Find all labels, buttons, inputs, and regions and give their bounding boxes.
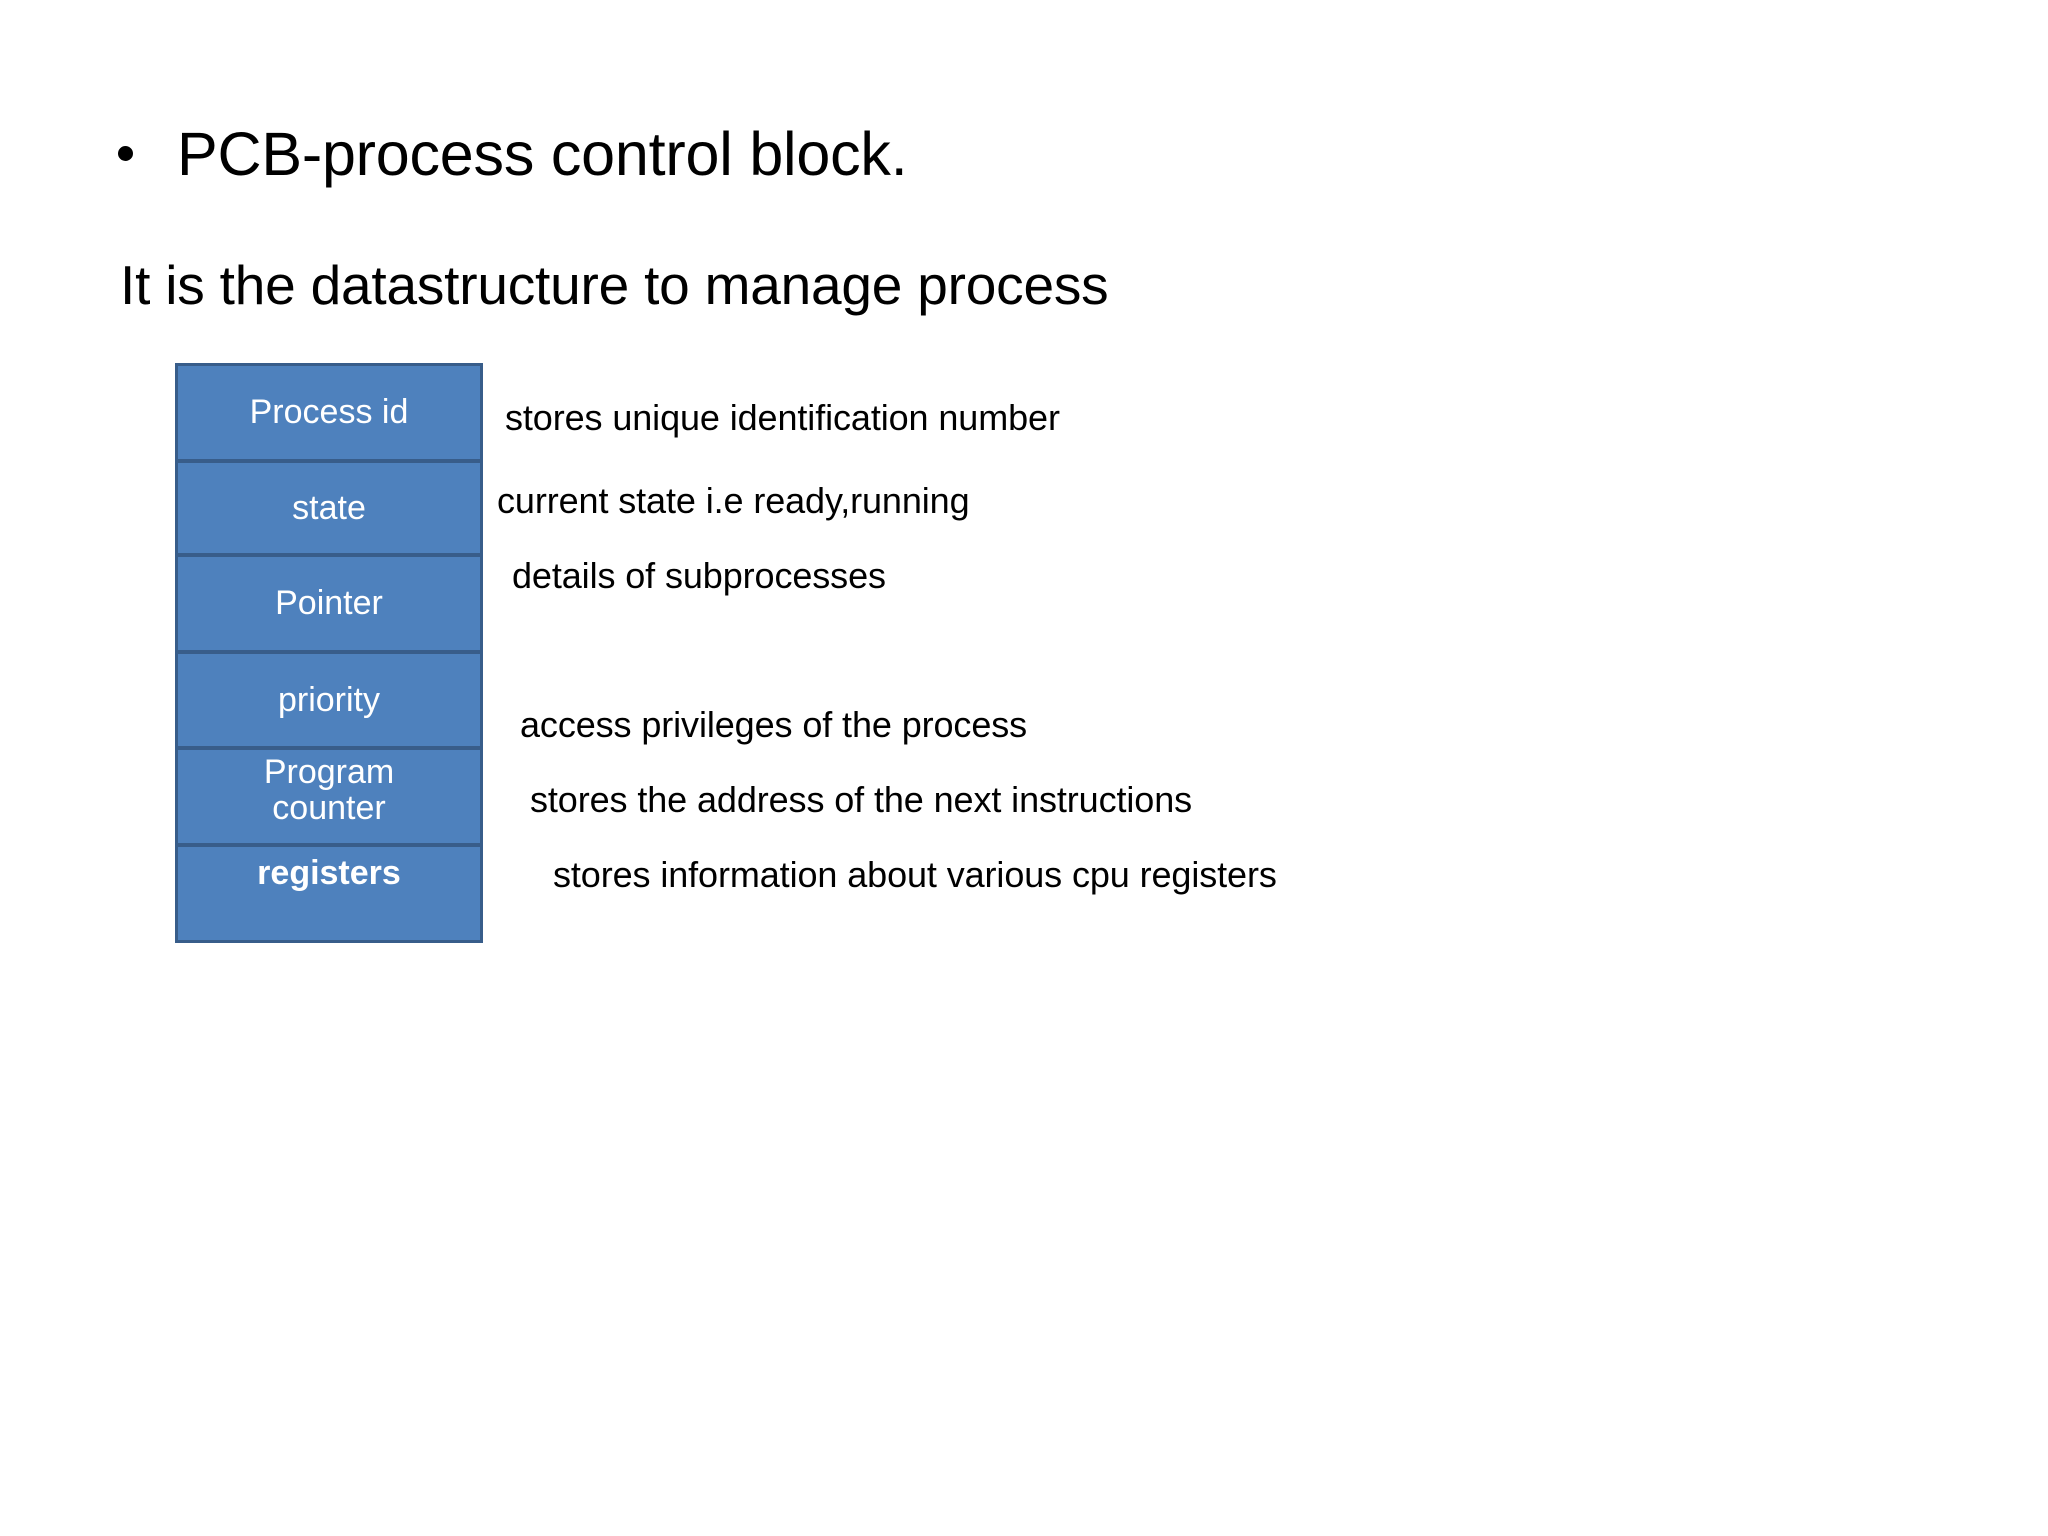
pcb-field-priority: priority xyxy=(277,680,381,719)
pcb-field-program-counter: Program counter xyxy=(263,753,395,828)
subtitle-text: It is the datastructure to manage proces… xyxy=(120,254,1109,316)
table-row: priority xyxy=(178,654,480,750)
annotation-program-counter: stores the address of the next instructi… xyxy=(530,779,1193,820)
pcb-field-pointer: Pointer xyxy=(275,584,383,623)
annotation-registers: stores information about various cpu reg… xyxy=(553,854,1277,895)
table-row: state xyxy=(178,463,480,557)
table-row: Program counter xyxy=(178,750,480,847)
heading-bullet-line: PCB-process control block. xyxy=(118,120,908,188)
table-row: registers xyxy=(178,847,480,940)
page-title: PCB-process control block. xyxy=(177,120,908,188)
table-row: Process id xyxy=(178,366,480,463)
pcb-field-registers: registers xyxy=(257,854,401,892)
bullet-dot-icon xyxy=(118,146,133,161)
table-row: Pointer xyxy=(178,557,480,654)
annotation-priority: access privileges of the process xyxy=(520,704,1028,745)
annotation-pointer: details of subprocesses xyxy=(512,555,886,596)
pcb-structure-table: Process id state Pointer priority Progra… xyxy=(175,363,483,943)
pcb-field-process-id: Process id xyxy=(249,393,409,432)
annotation-process-id: stores unique identification number xyxy=(505,397,1060,438)
pcb-field-state: state xyxy=(292,488,366,527)
annotation-state: current state i.e ready,running xyxy=(497,480,970,521)
